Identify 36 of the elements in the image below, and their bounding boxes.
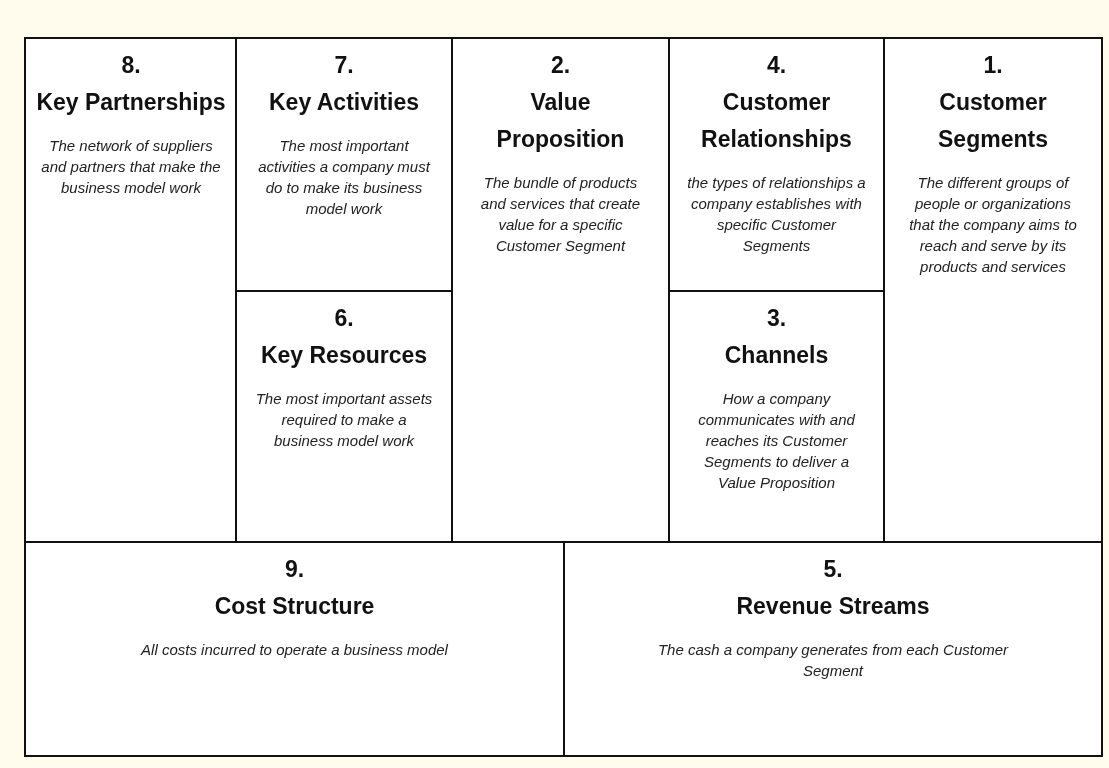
section-title: Customer Relationships xyxy=(700,88,853,154)
canvas-section xyxy=(235,290,453,543)
section-title: Revenue Streams xyxy=(736,592,930,621)
section-number: 6. xyxy=(334,304,354,333)
canvas-section xyxy=(668,37,885,292)
section-number: 9. xyxy=(284,555,305,584)
canvas-section xyxy=(451,37,670,543)
section-description: The different groups of people or organizations that the company aims to reach and serve by its products and services xyxy=(908,173,1078,277)
section-description: the types of relationships a company establishes with specific Customer Segments xyxy=(686,173,867,256)
section-title: Key Partnerships xyxy=(36,88,226,117)
section-description: The cash a company generates from each Customer Segment xyxy=(656,640,1010,681)
canvas-section xyxy=(563,541,1103,757)
section-description: The network of suppliers and partners that make the business model work xyxy=(41,136,221,198)
section-number: 5. xyxy=(823,555,843,584)
section-description: The most important assets required to make a business model work xyxy=(254,389,434,451)
section-number: 4. xyxy=(766,51,787,80)
section-description: How a company communicates with and reaches its Customer Segments to deliver a Value Proposition xyxy=(697,389,856,493)
section-title: Key Activities xyxy=(268,88,420,117)
canvas-section xyxy=(883,37,1103,543)
section-title: Cost Structure xyxy=(214,592,375,621)
section-title: Channels xyxy=(723,341,830,370)
canvas-section xyxy=(668,290,885,543)
section-number: 2. xyxy=(550,51,571,80)
section-description: The bundle of products and services that create value for a specific Customer Segment xyxy=(479,173,642,256)
section-number: 8. xyxy=(121,51,141,80)
canvas-section xyxy=(24,541,565,757)
section-title: Key Resources xyxy=(259,341,429,370)
canvas-section xyxy=(235,37,453,292)
section-number: 7. xyxy=(334,51,354,80)
section-title: Value Proposition xyxy=(495,88,626,154)
section-description: The most important activities a company must do to make its business model work xyxy=(257,136,432,219)
section-number: 3. xyxy=(766,304,787,333)
section-number: 1. xyxy=(983,51,1003,80)
section-description: All costs incurred to operate a business model xyxy=(139,640,449,660)
canvas-section xyxy=(24,37,238,543)
section-title: Customer Segments xyxy=(937,88,1049,154)
